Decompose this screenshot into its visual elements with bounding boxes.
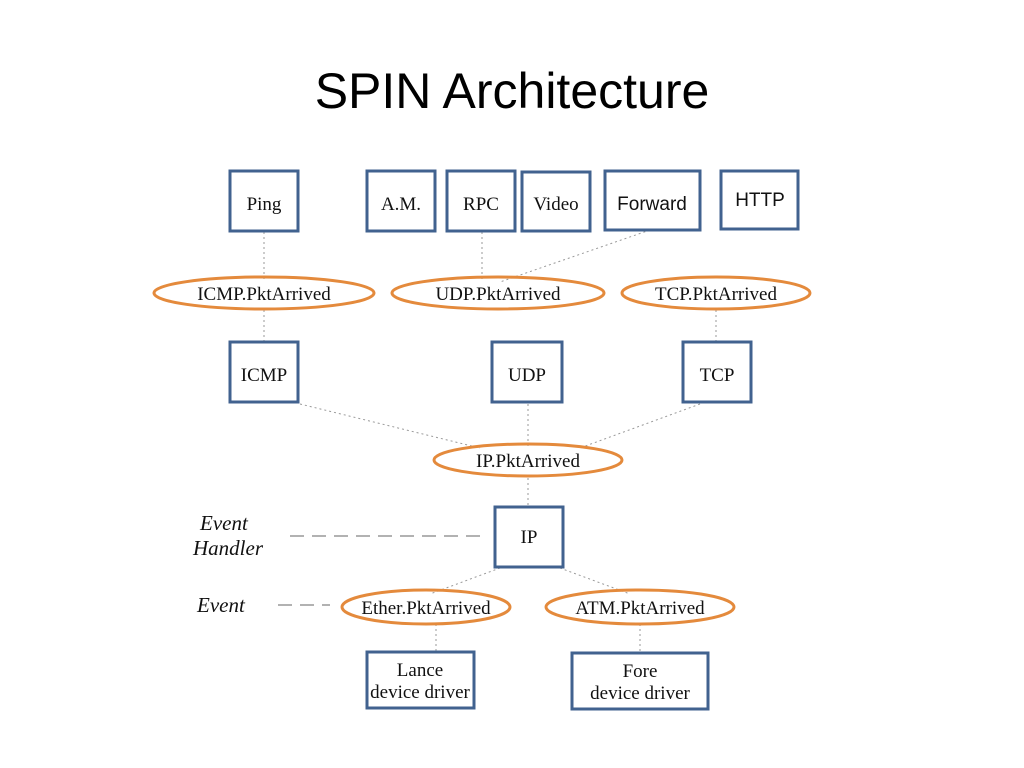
handler-ip[interactable]: IP [493,505,565,569]
svg-text:RPC: RPC [463,194,499,215]
svg-text:device driver: device driver [370,682,470,703]
legend-event: Event [196,593,246,617]
legend-event-handler-line1: Event [199,511,249,535]
protocol-icmp[interactable]: ICMP [228,340,300,404]
svg-text:Forward: Forward [617,194,687,215]
link-forward-udpevent [499,229,651,283]
link-tcp-ipevent [579,403,701,449]
protocol-tcp[interactable]: TCP [681,340,753,404]
extension-ping[interactable]: Ping [228,169,300,233]
extension-rpc[interactable]: RPC [445,169,517,233]
event-tcp-pktarrived[interactable]: TCP.PktArrived [620,275,812,311]
svg-text:TCP: TCP [700,365,735,386]
svg-text:ICMP.PktArrived: ICMP.PktArrived [197,284,331,305]
extension-am[interactable]: A.M. [365,169,437,233]
svg-text:IP.PktArrived: IP.PktArrived [476,451,580,472]
extension-http[interactable]: HTTP [719,169,800,231]
driver-fore[interactable]: Fore device driver [570,651,710,711]
event-ether-pktarrived[interactable]: Ether.PktArrived [340,588,512,626]
svg-text:A.M.: A.M. [381,194,421,215]
svg-text:Lance: Lance [397,660,443,681]
legend-event-handler-line2: Handler [192,536,264,560]
svg-text:Ether.PktArrived: Ether.PktArrived [361,598,491,619]
link-icmp-ipevent [299,403,481,449]
svg-text:Ping: Ping [247,194,282,215]
extension-forward[interactable]: Forward [603,169,702,232]
svg-text:UDP.PktArrived: UDP.PktArrived [435,284,561,305]
event-udp-pktarrived[interactable]: UDP.PktArrived [390,275,606,311]
event-atm-pktarrived[interactable]: ATM.PktArrived [544,588,736,626]
driver-lance[interactable]: Lance device driver [365,650,476,710]
svg-text:ICMP: ICMP [241,365,287,386]
svg-text:Fore: Fore [623,661,658,682]
event-ip-pktarrived[interactable]: IP.PktArrived [432,442,624,478]
protocol-udp[interactable]: UDP [490,340,564,404]
svg-text:ATM.PktArrived: ATM.PktArrived [575,598,705,619]
event-icmp-pktarrived[interactable]: ICMP.PktArrived [152,275,376,311]
svg-text:IP: IP [521,527,538,548]
connectors [263,229,717,652]
slide-title: SPIN Architecture [314,63,710,119]
svg-text:TCP.PktArrived: TCP.PktArrived [655,284,777,305]
svg-text:device driver: device driver [590,683,690,704]
svg-text:HTTP: HTTP [735,190,785,211]
svg-text:UDP: UDP [508,365,546,386]
extension-video[interactable]: Video [520,170,592,233]
svg-text:Video: Video [533,194,578,215]
